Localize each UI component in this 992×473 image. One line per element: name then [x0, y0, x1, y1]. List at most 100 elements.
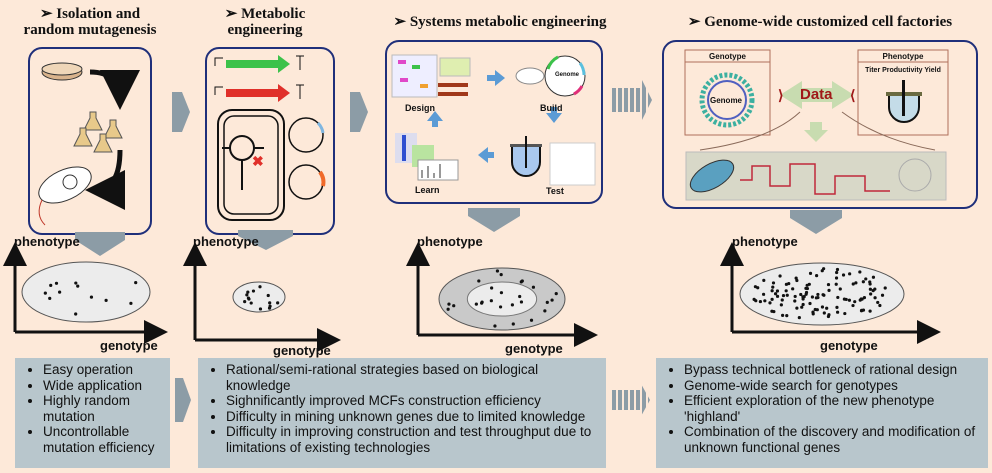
genotype-point: [873, 287, 877, 291]
striped-arrow-icon: [612, 382, 650, 418]
genome-label: Genome: [710, 96, 743, 105]
genotype-point: [268, 301, 272, 305]
striped-arrow-icon: [612, 80, 652, 120]
genotype-point: [781, 313, 785, 317]
genotype-point: [519, 300, 524, 304]
phenotype-label: Phenotype: [882, 52, 924, 61]
genotype-point: [807, 282, 811, 286]
cell-icon: [898, 158, 932, 192]
plot-2-y-label: phenotype: [193, 234, 259, 249]
genotype-point: [853, 300, 857, 304]
down-arrow-icon: [238, 230, 293, 250]
genotype-point: [816, 292, 820, 297]
genotype-point: [795, 306, 799, 310]
genotype-point: [835, 305, 839, 309]
genotype-point: [801, 295, 805, 299]
plasmid-icon: [288, 117, 324, 153]
genotype-point: [800, 305, 804, 309]
stage-2-title: ➢ Metabolic engineering: [195, 6, 335, 38]
genotype-point: [761, 292, 766, 296]
learn-image: [395, 133, 459, 181]
flow-arrow-icon: [478, 147, 494, 163]
cell-with-knockout-icon: ✖: [217, 109, 285, 221]
genotype-point: [871, 275, 876, 279]
data-arrow-icon: [780, 81, 854, 109]
genotype-point: [836, 310, 840, 314]
right-arrow-icon: [175, 378, 191, 422]
genotype-point: [518, 294, 522, 299]
genotype-point: [775, 289, 780, 293]
genotype-point: [827, 288, 831, 292]
genotype-point: [246, 290, 250, 294]
genotype-point: [795, 278, 799, 283]
stage-2-title-line1: ➢ Metabolic: [224, 6, 306, 22]
genotype-point: [835, 270, 839, 275]
genotype-point: [835, 267, 840, 272]
genotype-point: [74, 281, 78, 285]
genotype-point: [480, 300, 484, 304]
genotype-point: [813, 307, 817, 312]
genotype-point: [446, 307, 450, 311]
genotype-point: [531, 285, 536, 289]
svg-text:✖: ✖: [252, 153, 264, 169]
genotype-point: [784, 289, 788, 293]
genotype-point: [847, 298, 852, 302]
genotype-point: [251, 289, 256, 293]
summary-box-1: Easy operationWide applicationHighly ran…: [15, 358, 170, 468]
plot-4-x-label: genotype: [820, 338, 878, 353]
stage-2-title-line2: engineering: [227, 22, 303, 38]
summary-item: Rational/semi-rational strategies based …: [226, 362, 600, 393]
genotype-point: [511, 322, 515, 326]
genotype-point: [258, 307, 263, 311]
genotype-point: [477, 279, 481, 283]
genotype-point: [276, 301, 280, 305]
summary-item: Sighnificantly improved MCFs constructio…: [226, 393, 600, 409]
metrics-label: Titer Productivity Yield: [865, 67, 941, 74]
genotype-point: [859, 297, 863, 301]
genotype-point: [814, 296, 818, 300]
build-image: [515, 55, 586, 97]
genotype-box: [684, 49, 771, 136]
stage-1-title-line1: ➢ Isolation and: [39, 6, 141, 22]
genotype-point: [134, 281, 138, 285]
genotype-point: [545, 300, 549, 305]
summary-item: Easy operation: [43, 362, 164, 378]
design-image: [391, 54, 471, 98]
genotype-point: [876, 300, 880, 305]
genotype-point: [520, 279, 524, 283]
summary-box-2: Rational/semi-rational strategies based …: [198, 358, 606, 468]
genotype-point: [860, 308, 864, 312]
petri-dish-icon: [41, 62, 83, 81]
flow-arrow-icon: [546, 107, 562, 123]
genotype-point: [773, 292, 778, 296]
genotype-point: [772, 309, 776, 314]
genotype-point: [878, 303, 882, 308]
genotype-point: [54, 281, 59, 285]
genotype-point: [89, 295, 94, 299]
data-label: Data: [800, 86, 833, 103]
genotype-point: [246, 296, 251, 300]
genotype-point: [838, 287, 842, 291]
bioreactor-icon: [510, 136, 542, 177]
genotype-point: [848, 272, 852, 276]
genotype-point: [826, 282, 831, 287]
genotype-point: [74, 312, 78, 316]
genotype-point: [841, 273, 846, 277]
genotype-point: [808, 301, 812, 306]
genotype-point: [815, 274, 819, 278]
genotype-point: [843, 311, 847, 316]
explored-space: [466, 281, 538, 317]
genotype-point: [822, 293, 826, 297]
genotype-point: [762, 278, 766, 282]
summary-item: Difficulty in mining unknown genes due t…: [226, 409, 600, 425]
genotype-point: [474, 302, 478, 306]
genotype-point: [822, 267, 826, 271]
genotype-point: [785, 314, 789, 318]
genotype-point: [834, 276, 839, 280]
stage-4-title: ➢ Genome-wide customized cell factories: [687, 14, 953, 30]
down-arrow-icon: [75, 232, 125, 256]
genotype-point: [543, 309, 547, 313]
genotype-point: [258, 285, 262, 289]
summary-item: Highly random mutation: [43, 393, 164, 424]
genotype-point: [49, 283, 53, 288]
